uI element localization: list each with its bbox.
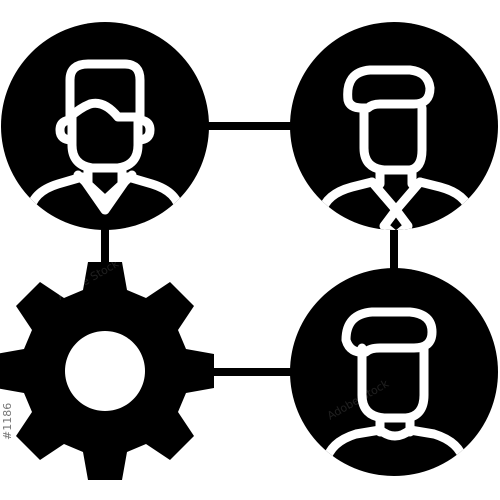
gear-icon [0,262,214,480]
person-icon-top-left [1,22,209,230]
person-circle-top-left [1,22,209,230]
person-icon-bottom-right [290,268,498,476]
person-circle-top-right [290,22,498,230]
person-circle-bottom-right [290,268,498,476]
person-icon-top-right [290,22,498,230]
gear-shape [0,262,214,480]
